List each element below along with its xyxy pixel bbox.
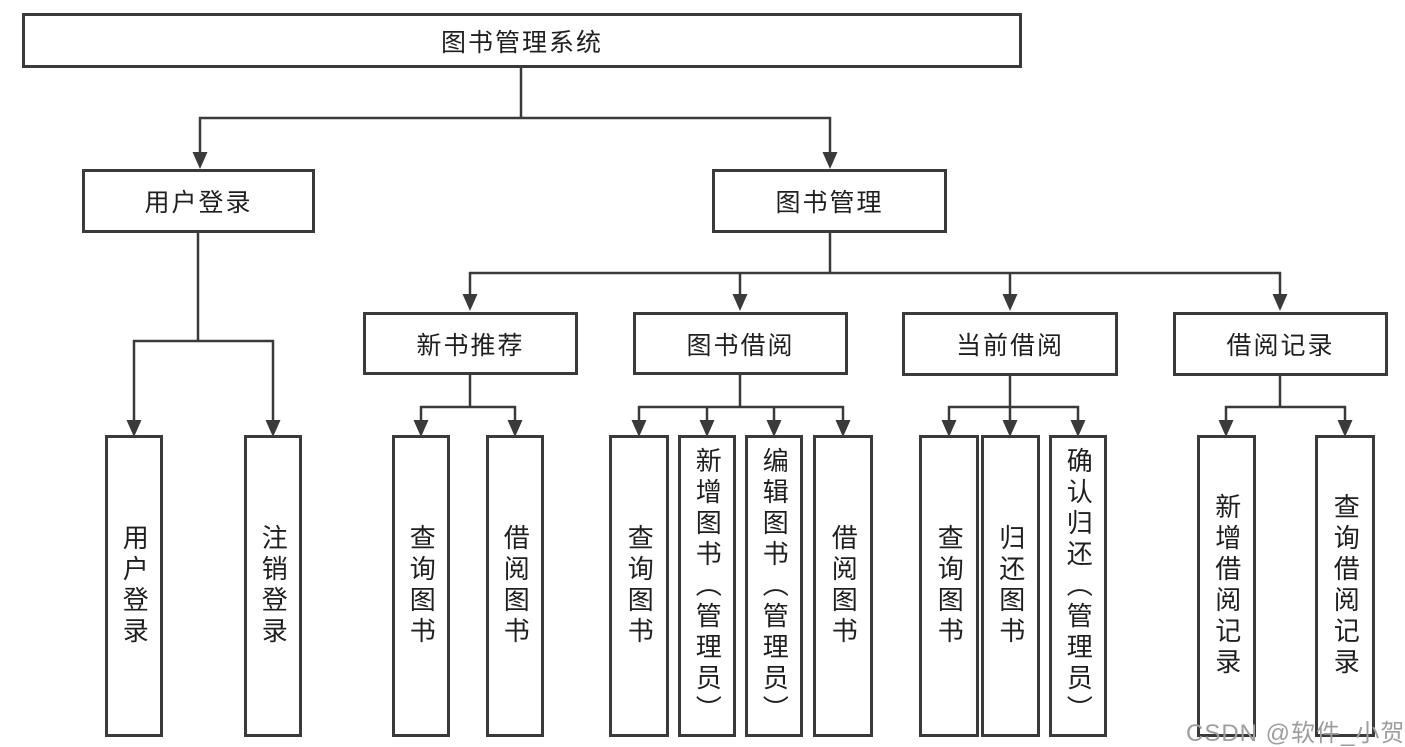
leaf-add-books-admin: 新增图书（管理员） xyxy=(678,435,736,737)
leaf-user-login: 用户登录 xyxy=(105,435,163,737)
leaf-borrow-books: 借阅图书 xyxy=(813,435,873,737)
leaf-query-books-borrow: 查询图书 xyxy=(609,435,669,737)
leaf-borrow-books-recommend: 借阅图书 xyxy=(486,435,544,737)
leaf-add-borrow-record: 新增借阅记录 xyxy=(1197,435,1256,737)
node-book-borrowing: 图书借阅 xyxy=(633,312,848,375)
node-user-login: 用户登录 xyxy=(82,169,315,233)
leaf-logout: 注销登录 xyxy=(244,435,302,737)
leaf-confirm-return-admin: 确认归还（管理员） xyxy=(1049,435,1107,737)
leaf-edit-books-admin: 编辑图书（管理员） xyxy=(745,435,803,737)
watermark: CSDN @软件_小贺同学 xyxy=(1186,720,1405,747)
leaf-query-books-recommend: 查询图书 xyxy=(392,435,450,737)
leaf-return-books: 归还图书 xyxy=(981,435,1040,737)
node-new-book-recommendation: 新书推荐 xyxy=(363,312,578,375)
node-book-management: 图书管理 xyxy=(712,169,947,233)
node-current-borrowing: 当前借阅 xyxy=(902,312,1118,376)
node-borrowing-records: 借阅记录 xyxy=(1173,312,1388,376)
leaf-query-borrow-record: 查询借阅记录 xyxy=(1315,435,1375,737)
node-library-system: 图书管理系统 xyxy=(22,13,1022,68)
leaf-query-books-current: 查询图书 xyxy=(919,435,979,737)
